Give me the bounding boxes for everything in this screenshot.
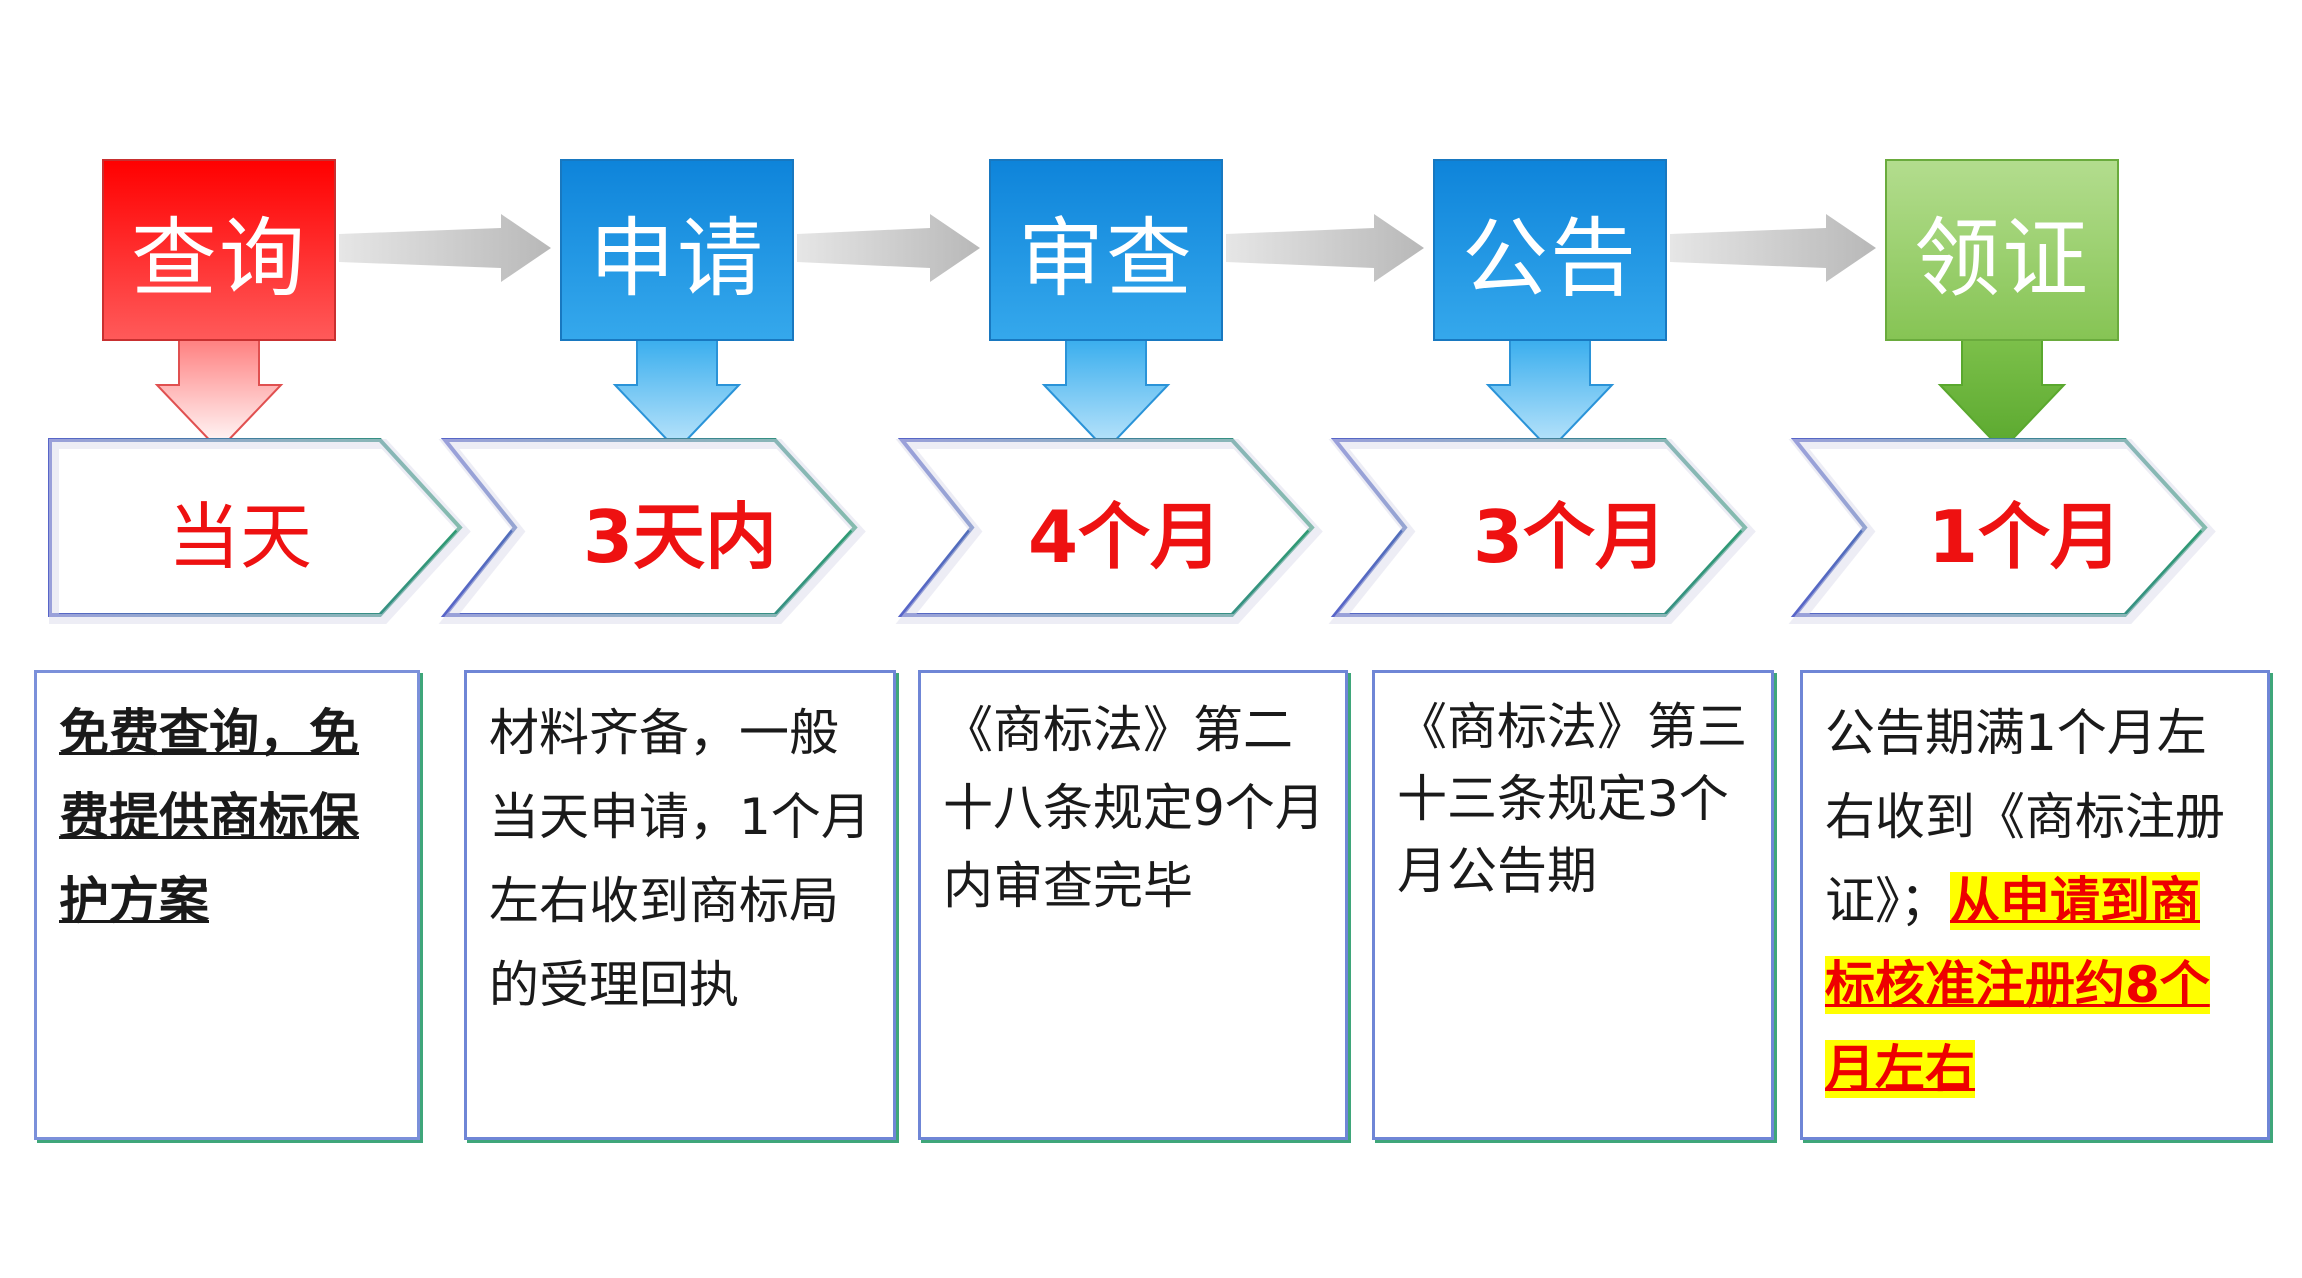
chevron-shadow-announce — [1328, 439, 1756, 624]
connector-arrow-3 — [1226, 214, 1424, 282]
stage-label-review: 审查 — [1018, 208, 1194, 309]
chevron-shadow-query — [49, 439, 471, 624]
duration-apply: 3天内 — [582, 494, 778, 579]
duration-review: 4个月 — [1027, 494, 1223, 579]
connector-arrow-1 — [339, 214, 551, 282]
description-box-query: 免费查询，免费提供商标保护方案 — [34, 670, 420, 1140]
description-text-certificate-plain: 公告期满1个月左右收到《商标注册证》； — [1825, 704, 2225, 930]
description-text-apply: 材料齐备，一般当天申请，1个月左右收到商标局的受理回执 — [489, 704, 871, 1014]
chevron-shadow-apply — [438, 439, 866, 624]
description-box-announce: 《商标法》第三十三条规定3个月公告期 — [1372, 670, 1774, 1140]
duration-query: 当天 — [167, 494, 312, 579]
description-text-announce: 《商标法》第三十三条规定3个月公告期 — [1397, 698, 1747, 900]
description-text-review: 《商标法》第二十八条规定9个月内审查完毕 — [943, 701, 1325, 915]
callout-box-apply — [560, 159, 794, 341]
stage-label-certificate: 领证 — [1914, 208, 2090, 309]
callout-arrow-query — [154, 339, 284, 452]
stage-label-apply: 申请 — [589, 208, 765, 309]
stage-label-query: 查询 — [131, 208, 307, 309]
callout-arrow-certificate — [1937, 339, 2067, 452]
connector-arrow-4 — [1670, 214, 1876, 282]
stage-label-announce: 公告 — [1462, 208, 1638, 309]
description-text-query: 免费查询，免费提供商标保护方案 — [59, 704, 359, 930]
connector-arrow-2 — [797, 214, 980, 282]
description-box-apply: 材料齐备，一般当天申请，1个月左右收到商标局的受理回执 — [464, 670, 896, 1140]
callout-box-certificate — [1885, 159, 2119, 341]
chevron-shadow-certificate — [1788, 439, 2216, 624]
callout-arrow-review — [1041, 339, 1171, 452]
callout-arrow-announce — [1485, 339, 1615, 452]
duration-announce: 3个月 — [1472, 494, 1668, 579]
duration-certificate: 1个月 — [1927, 494, 2123, 579]
callout-box-query — [102, 159, 336, 341]
callout-box-announce — [1433, 159, 1667, 341]
description-box-certificate: 公告期满1个月左右收到《商标注册证》；从申请到商标核准注册约8个月左右 — [1800, 670, 2270, 1140]
description-text-certificate: 公告期满1个月左右收到《商标注册证》；从申请到商标核准注册约8个月左右 — [1825, 691, 2247, 1111]
callout-box-review — [989, 159, 1223, 341]
callout-arrow-apply — [612, 339, 742, 452]
chevron-shadow-review — [895, 439, 1323, 624]
description-box-review: 《商标法》第二十八条规定9个月内审查完毕 — [918, 670, 1348, 1140]
